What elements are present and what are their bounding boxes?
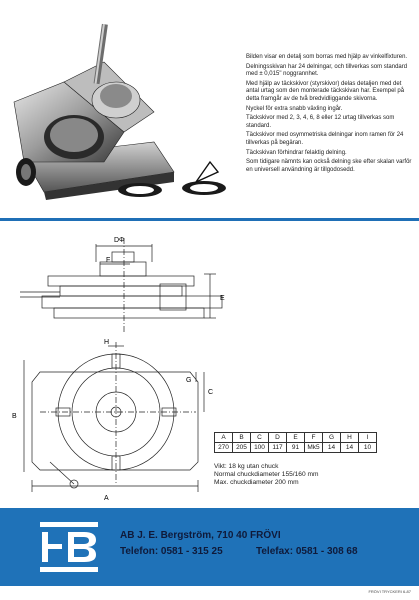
spec-note: Vikt: 18 kg utan chuck	[214, 463, 279, 470]
spec-header-cell: C	[250, 432, 269, 443]
spec-header-cell: B	[232, 432, 251, 443]
spec-value-cell: 10	[358, 442, 377, 453]
spec-value-cell: 100	[250, 442, 269, 453]
company-logo	[34, 514, 104, 580]
spec-notes: Vikt: 18 kg utan chuck Normal chuckdiame…	[214, 463, 404, 488]
description-paragraph: Som tidigare nämnts kan också delning sk…	[246, 159, 412, 173]
spec-header-cell: G	[322, 432, 341, 443]
description-paragraph: Täckskivor med osymmetriska delningar in…	[246, 132, 404, 146]
description-paragraph: Täckskivor med 2, 3, 4, 6, 8 eller 12 ur…	[246, 115, 395, 129]
spec-header-cell: E	[286, 432, 305, 443]
fixture-photo	[13, 23, 226, 200]
dim-label-b: B	[12, 413, 17, 420]
spec-value-cell: 91	[286, 442, 305, 453]
spec-table-header-row: A B C D E F G H I	[214, 432, 377, 443]
spec-value-cell: Mk5	[304, 442, 323, 453]
dim-label-d: DΦ	[114, 237, 125, 244]
description-paragraph: Täckskivan förhindrar felaktig delning.	[246, 149, 347, 156]
description-text: Bilden visar en detalj som borras med hj…	[246, 54, 414, 176]
spec-note: Max. chuckdiameter 200 mm	[214, 479, 299, 487]
spec-value-cell: 205	[232, 442, 251, 453]
description-paragraph: Bilden visar en detalj som borras med hj…	[246, 54, 408, 60]
description-paragraph: Delningsskivan har 24 delningar, och til…	[246, 63, 408, 78]
spec-header-cell: H	[340, 432, 359, 443]
spec-value-cell: 270	[214, 442, 233, 453]
side-view-top-plate	[47, 275, 195, 287]
spec-header-cell: F	[304, 432, 323, 443]
dim-label-c: C	[208, 389, 213, 396]
spec-note: Normal chuckdiameter 155/160 mm	[214, 471, 319, 479]
dim-label-a: A	[104, 495, 109, 502]
spec-table: A B C D E F G H I 270 205 100 117 91 Mk5…	[214, 432, 377, 453]
spec-header-cell: A	[214, 432, 233, 443]
footer-fax: Telefax: 0581 - 308 68	[256, 546, 358, 557]
footer-phone: Telefon: 0581 - 315 25	[120, 546, 223, 557]
dim-label-f: F	[106, 257, 110, 264]
dim-label-h: H	[104, 339, 109, 346]
spec-table-value-row: 270 205 100 117 91 Mk5 14 14 10	[214, 442, 377, 453]
print-note: FRÖVI TRYCKERI 6-87	[368, 589, 411, 594]
dim-label-g: G	[186, 377, 191, 384]
spec-value-cell: 14	[340, 442, 359, 453]
spec-header-cell: I	[358, 432, 377, 443]
description-paragraph: Nyckel för extra snabb växling ingår.	[246, 105, 343, 112]
description-paragraph: Med hjälp av täckskivor (styrskivor) del…	[246, 80, 405, 102]
section-divider	[0, 218, 419, 221]
footer-company: AB J. E. Bergström, 710 40 FRÖVI	[120, 530, 281, 541]
spec-header-cell: D	[268, 432, 287, 443]
technical-drawing: DΦ F E H G C B A	[12, 237, 225, 502]
spec-value-cell: 14	[322, 442, 341, 453]
dim-label-e: E	[220, 295, 225, 302]
spec-value-cell: 117	[268, 442, 287, 453]
